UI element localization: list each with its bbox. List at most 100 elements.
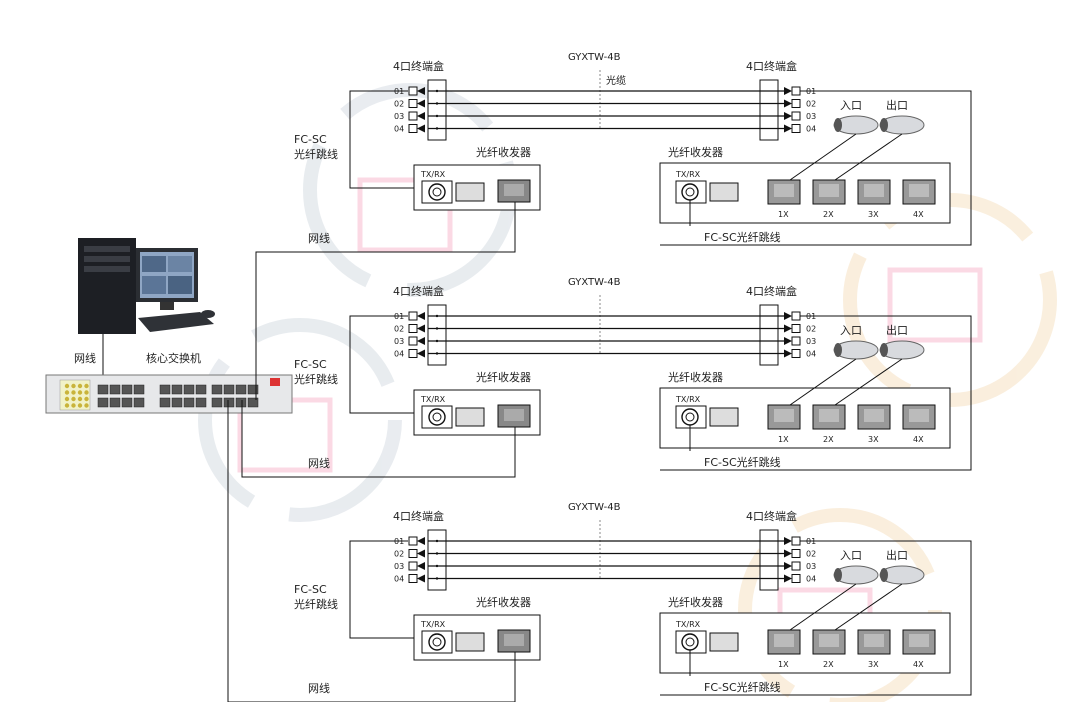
right-port-connector [791, 86, 801, 96]
switch-port [195, 384, 207, 395]
left-port-arrow [417, 349, 425, 358]
camera-entrance-lens [834, 568, 842, 582]
left-port-arrow [417, 124, 425, 133]
fiber-splice [435, 339, 439, 343]
left-terminal-box [427, 304, 447, 366]
left-led-window [455, 182, 485, 202]
left-port-connector [408, 549, 418, 558]
left-port-label: 04 [394, 125, 404, 134]
left-port-label: 04 [394, 575, 404, 584]
camera-entrance-label: 入口 [840, 99, 862, 112]
switch-led [64, 383, 70, 389]
switch-port [159, 384, 171, 395]
switch-led [64, 396, 70, 402]
core-switch-label: 核心交换机 [146, 351, 201, 365]
right-txrx-label: TX/RX [675, 170, 701, 179]
left-transceiver-label: 光纤收发器 [476, 595, 531, 609]
left-port-label: 03 [394, 562, 404, 571]
right-transceiver-label: 光纤收发器 [668, 595, 723, 609]
switch-led [71, 396, 76, 402]
access-switch-port-inner [909, 184, 929, 197]
right-port-arrow [784, 112, 792, 120]
left-port-connector [408, 124, 418, 133]
right-port-arrow [784, 312, 792, 320]
access-switch-port-inner [909, 409, 929, 422]
fiber-splice [435, 352, 439, 355]
fiber-splice [435, 577, 439, 580]
access-switch-port-label: 4X [913, 435, 924, 444]
left-patch-label-fc-sc: FC-SC [294, 583, 327, 596]
right-patch-label: FC-SC光纤跳线 [704, 455, 781, 469]
switch-port [211, 384, 223, 395]
left-patch-label-name: 光纤跳线 [294, 372, 338, 386]
right-enclosure-frame [660, 315, 972, 471]
right-port-connector [791, 311, 801, 321]
right-port-arrow [784, 124, 792, 133]
access-switch-port-inner [819, 634, 839, 647]
camera-entrance-label: 入口 [840, 324, 862, 337]
right-port-arrow [784, 337, 792, 345]
switch-led [84, 396, 89, 402]
left-port-label: 03 [394, 112, 404, 121]
left-port-label: 02 [394, 325, 404, 334]
access-switch-port-inner [864, 634, 884, 647]
left-patch-label-fc-sc: FC-SC [294, 358, 327, 371]
left-port-arrow [417, 537, 425, 545]
access-switch-port-label: 3X [868, 210, 879, 219]
switch-port [171, 384, 183, 395]
right-port-connector [791, 536, 801, 546]
access-switch-port-inner [864, 409, 884, 422]
left-port-connector [408, 311, 418, 321]
camera-entrance-cable [789, 358, 857, 406]
left-rj45-inner [504, 184, 524, 196]
access-switch-port-inner [774, 634, 794, 647]
access-switch-port-inner [864, 184, 884, 197]
left-rj45-inner [504, 634, 524, 646]
right-port-arrow [784, 87, 792, 95]
fiber-splice [435, 552, 439, 555]
left-led-window [455, 407, 485, 427]
right-port-arrow [784, 324, 792, 333]
switch-led [77, 396, 83, 402]
network-cable [255, 202, 516, 400]
right-led-window [709, 632, 739, 652]
left-patch-cord [349, 540, 414, 639]
left-transceiver-label: 光纤收发器 [476, 370, 531, 384]
left-txrx-label: TX/RX [420, 395, 446, 404]
left-port-arrow [417, 337, 425, 345]
left-terminal-box [427, 529, 447, 591]
left-port-connector [408, 536, 418, 546]
cable-model-label: GYXTW-4B [568, 277, 621, 288]
camera-entrance-label: 入口 [840, 549, 862, 562]
left-port-label: 04 [394, 350, 404, 359]
right-port-label: 04 [806, 575, 816, 584]
left-port-connector [408, 336, 418, 346]
left-port-connector [408, 574, 418, 583]
right-port-arrow [784, 549, 792, 558]
left-patch-label-name: 光纤跳线 [294, 147, 338, 161]
left-port-label: 02 [394, 550, 404, 559]
switch-port [235, 397, 247, 408]
switch-port [109, 384, 121, 395]
camera-exit-label: 出口 [886, 548, 908, 562]
right-port-label: 03 [806, 112, 816, 121]
switch-led [77, 403, 83, 408]
right-transceiver [659, 387, 951, 449]
switch-led [77, 390, 83, 395]
left-txrx-label: TX/RX [420, 620, 446, 629]
switch-port [235, 384, 247, 395]
left-port-arrow [417, 87, 425, 95]
cable-name-label: 光缆 [606, 74, 626, 87]
switch-port [247, 384, 259, 395]
right-port-label: 03 [806, 337, 816, 346]
switch-led [84, 383, 89, 389]
left-port-connector [408, 99, 418, 108]
left-port-label: 03 [394, 337, 404, 346]
switch-led [64, 403, 70, 408]
switch-port [133, 384, 145, 395]
cable-model-label: GYXTW-4B [568, 52, 621, 63]
switch-led [71, 390, 76, 395]
left-port-connector [408, 349, 418, 358]
